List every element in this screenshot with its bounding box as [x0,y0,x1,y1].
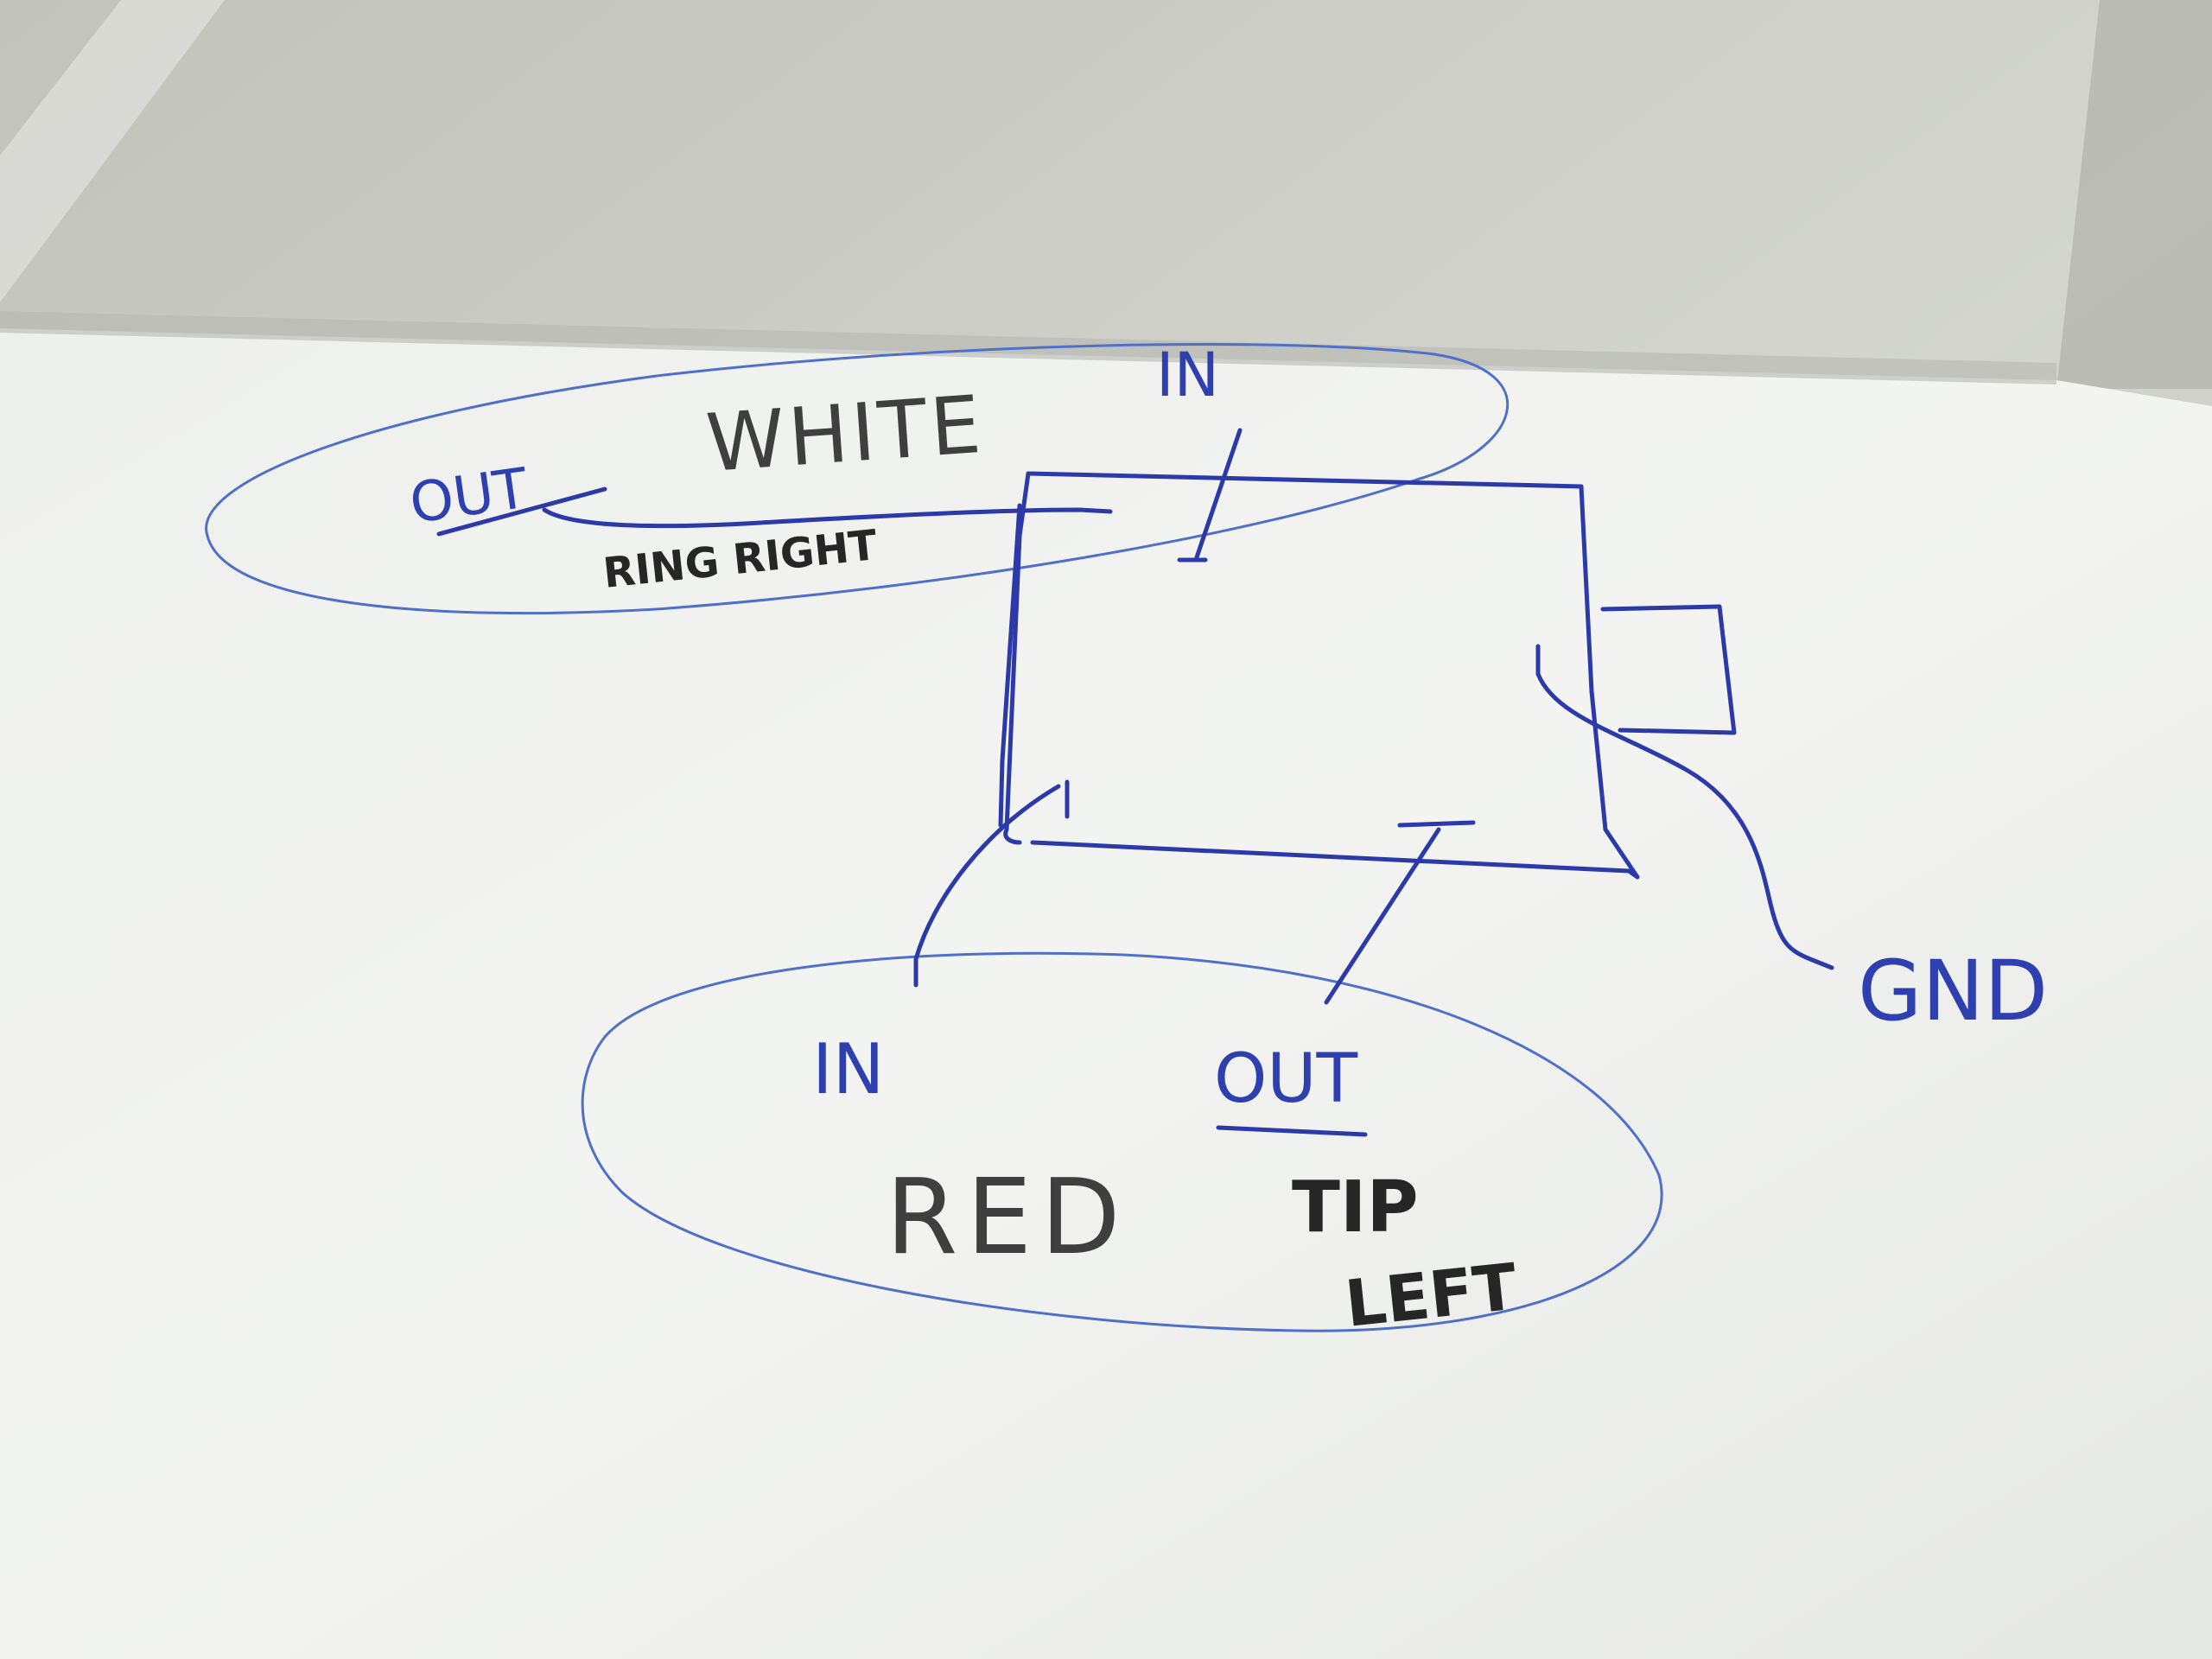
bottom-color-label: RED [886,1158,1129,1278]
bottom-tip-label: TIP [1292,1166,1419,1249]
top-channel-ellipse [205,343,1509,615]
component-box-left-edge [998,503,1022,828]
top-out-underline [436,486,607,537]
gnd-wire [1535,671,1834,970]
bottom-out-label: OUT [1214,1040,1357,1118]
bottom-channel-ellipse [581,951,1663,1332]
table-dark-corner [2056,0,2212,389]
top-out-lead [542,507,1113,529]
ground-label: GND [1858,943,2048,1039]
top-in-label: IN [1156,340,1219,410]
right-loop [1600,604,1737,735]
top-color-label: WHITE [703,378,987,490]
bottom-out-lead [1324,820,1476,1005]
top-in-lead [1177,428,1243,563]
bottom-out-underline [1216,1125,1368,1137]
table-edge-highlight [0,0,225,302]
bottom-left-label: LEFT [1342,1250,1521,1342]
paper-sheet [0,328,2212,1659]
bottom-in-lead [913,779,1070,988]
bottom-in-label: IN [812,1029,884,1109]
